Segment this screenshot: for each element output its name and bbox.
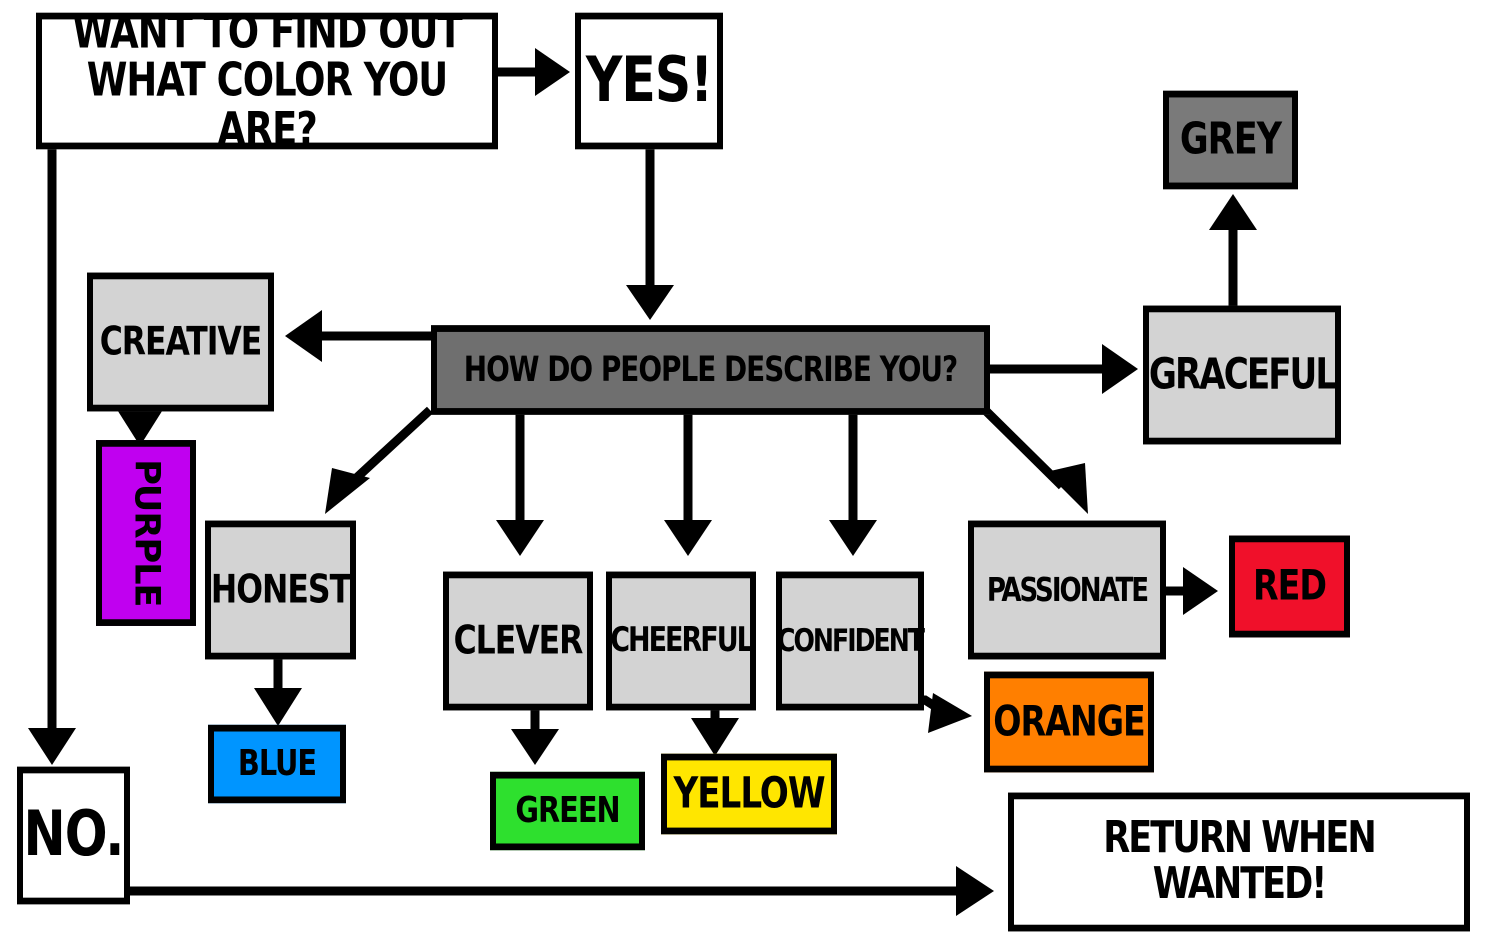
start-label: WANT TO FIND OUT WHAT COLOR YOU ARE? [72,5,462,156]
yellow-label: YELLOW [673,768,825,818]
arrowhead-to-red [1183,567,1218,615]
arrowhead-to-graceful [1102,344,1138,394]
blue-label: BLUE [237,741,317,785]
orange-box: ORANGE [984,671,1154,773]
passionate-box: PASSIONATE [968,520,1166,660]
graceful-label: GRACEFUL [1148,349,1337,399]
question-label: HOW DO PEOPLE DESCRIBE YOU? [463,349,958,390]
cheerful-label: CHEERFUL [610,621,754,661]
arrowhead-to-cheerful [664,520,712,556]
arrowhead-to-yes [535,48,570,96]
arrowhead-to-yellow [691,718,739,756]
return-label: RETURN WHEN WANTED! [1103,812,1376,910]
graceful-box: GRACEFUL [1143,305,1341,445]
honest-label: HONEST [210,567,351,612]
no-label: NO. [23,798,125,871]
connector-question-to-honest [348,406,434,486]
arrowhead-to-no [28,728,76,765]
arrowhead-to-grey [1209,194,1257,230]
clever-label: CLEVER [453,618,584,663]
purple-box: PURPLE [96,440,196,626]
arrowhead-to-clever [496,520,544,556]
orange-label: ORANGE [993,696,1146,746]
arrowhead-to-honest [325,468,370,514]
arrowhead-to-purple [116,408,164,446]
grey-box: GREY [1163,90,1298,190]
red-box: RED [1229,535,1350,638]
honest-box: HONEST [205,520,356,660]
arrowhead-to-green [511,729,559,765]
confident-box: CONFIDENT [776,571,925,711]
red-label: RED [1252,561,1327,610]
clever-box: CLEVER [443,571,593,711]
yes-box: YES! [575,12,723,150]
arrowhead-to-creative [285,310,322,362]
blue-box: BLUE [208,724,346,804]
arrowhead-to-question [626,285,674,320]
no-box: NO. [17,766,130,905]
yellow-box: YELLOW [661,753,837,835]
arrowhead-to-confident [829,520,877,556]
grey-label: GREY [1179,113,1282,165]
passionate-label: PASSIONATE [986,570,1149,609]
confident-label: CONFIDENT [777,622,925,660]
creative-box: CREATIVE [87,272,274,412]
return-box: RETURN WHEN WANTED! [1008,792,1470,932]
arrowhead-to-orange [928,693,972,733]
purple-label: PURPLE [126,459,167,607]
arrowhead-to-passionate [1046,463,1088,514]
arrowhead-to-return [956,866,994,916]
arrowhead-to-blue [254,688,302,726]
creative-label: CREATIVE [99,319,263,364]
cheerful-box: CHEERFUL [606,571,756,711]
yes-label: YES! [585,43,713,117]
green-box: GREEN [490,771,645,851]
green-label: GREEN [515,788,620,832]
start-box: WANT TO FIND OUT WHAT COLOR YOU ARE? [36,8,498,153]
question-box: HOW DO PEOPLE DESCRIBE YOU? [431,325,990,415]
